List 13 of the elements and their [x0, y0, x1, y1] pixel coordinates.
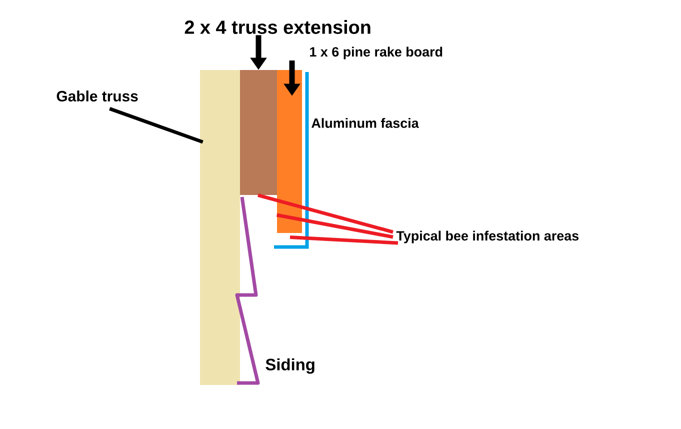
label-text: Gable truss [56, 90, 138, 102]
leader-line [276, 213, 394, 239]
label-text: 2 x 4 truss extension [184, 20, 370, 34]
rake-board-drawing [277, 70, 302, 233]
leader-line [290, 235, 398, 245]
label-text: Aluminum fascia [312, 118, 419, 128]
label-text: Typical bee infestation areas [396, 230, 579, 244]
gable-truss-drawing [200, 70, 240, 385]
label-text: 1 x 6 pine rake board [310, 46, 442, 60]
leader-line [258, 194, 394, 234]
truss-extension-drawing [240, 70, 277, 195]
label-text: Siding [266, 358, 314, 374]
leader-line [109, 107, 204, 144]
